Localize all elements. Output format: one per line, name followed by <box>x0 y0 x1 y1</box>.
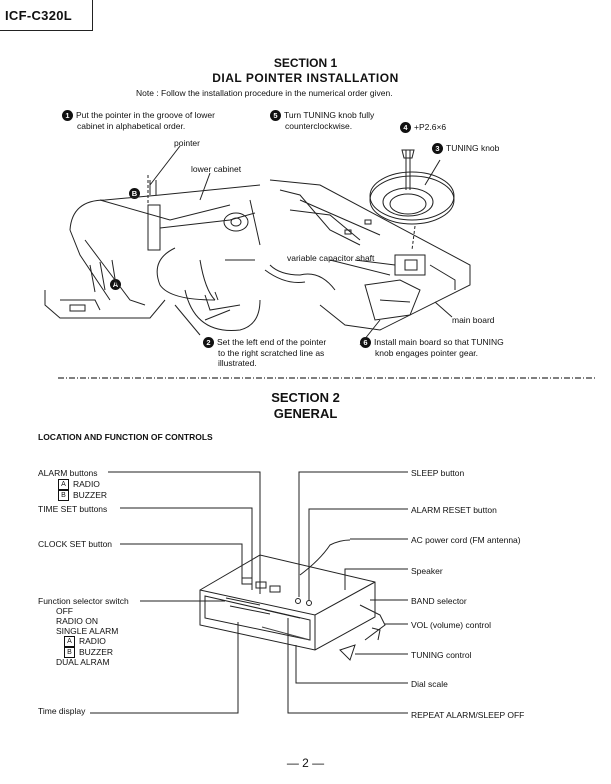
marker-b: B <box>129 185 143 203</box>
alarm-a-item: A RADIO <box>58 479 100 491</box>
alarm-reset-label: ALARM RESET button <box>411 505 497 515</box>
step4-text: +P2.6×6 <box>414 122 447 132</box>
repeat-alarm-label: REPEAT ALARM/SLEEP OFF <box>411 710 525 720</box>
model-header: ICF-C320L <box>0 0 93 31</box>
fs-b-text: BUZZER <box>79 647 113 657</box>
alarm-b-text: BUZZER <box>73 490 107 500</box>
alarm-a-box: A <box>58 479 69 491</box>
section2-subtitle: GENERAL <box>273 406 338 421</box>
fs-a-box: A <box>64 636 75 648</box>
step3-text: TUNING knob <box>446 143 500 153</box>
step5-line2: counterclockwise. <box>285 121 353 132</box>
step1-line1: Put the pointer in the groove of lower <box>76 110 215 120</box>
fs-a-item: A RADIO <box>64 636 106 648</box>
section1-title: SECTION 1 <box>273 56 338 70</box>
main-board-label: main board <box>452 315 495 325</box>
vol-label: VOL (volume) control <box>411 620 491 630</box>
step4-label: 4+P2.6×6 <box>400 122 447 134</box>
alarm-a-text: RADIO <box>73 479 100 489</box>
dial-scale-label: Dial scale <box>411 679 448 689</box>
page-number: — 2 — <box>286 756 325 770</box>
section1-subtitle: DIAL POINTER INSTALLATION <box>212 71 399 85</box>
step2-line2: to the right scratched line as <box>218 348 325 359</box>
lower-cabinet-label: lower cabinet <box>191 164 242 174</box>
tuning-label: TUNING control <box>411 650 472 660</box>
step6-line1: Install main board so that TUNING <box>374 337 504 347</box>
alarm-b-item: B BUZZER <box>58 490 107 502</box>
step2-badge: 2 <box>203 337 214 349</box>
fs-dual: DUAL ALRAM <box>56 657 110 667</box>
step6-line2: knob engages pointer gear. <box>375 348 479 359</box>
step1-line2: cabinet in alphabetical order. <box>77 121 186 132</box>
step1-badge: 1 <box>62 110 73 122</box>
band-selector-label: BAND selector <box>411 596 467 606</box>
model-number: ICF-C320L <box>5 8 72 23</box>
step4-badge: 4 <box>400 122 411 134</box>
clock-set-label: CLOCK SET button <box>38 539 113 549</box>
alarm-b-box: B <box>58 490 69 502</box>
fs-single-alarm: SINGLE ALARM <box>56 626 119 636</box>
step5-badge: 5 <box>270 110 281 122</box>
speaker-label: Speaker <box>411 566 443 576</box>
section1-note: Note : Follow the installation procedure… <box>136 88 393 98</box>
step2-line1: Set the left end of the pointer <box>217 337 327 347</box>
sleep-label: SLEEP button <box>411 468 465 478</box>
fs-b-box: B <box>64 647 75 659</box>
step3-badge: 3 <box>432 143 443 155</box>
time-display-label: Time display <box>38 706 86 716</box>
fs-a-text: RADIO <box>79 636 106 646</box>
fs-b-item: B BUZZER <box>64 647 113 659</box>
alarm-buttons-label: ALARM buttons <box>38 468 98 478</box>
fs-off: OFF <box>56 606 73 616</box>
variable-capacitor-shaft-label: variable capacitor shaft <box>287 253 375 263</box>
section2-title: SECTION 2 <box>271 390 340 405</box>
time-set-label: TIME SET buttons <box>38 504 108 514</box>
controls-heading: LOCATION AND FUNCTION OF CONTROLS <box>38 432 213 442</box>
step5-line1: Turn TUNING knob fully <box>284 110 375 120</box>
fs-radio-on: RADIO ON <box>56 616 99 626</box>
function-selector-label: Function selector switch <box>38 596 129 606</box>
ac-cord-label: AC power cord (FM antenna) <box>411 535 521 545</box>
step2-line3: illustrated. <box>218 358 257 369</box>
step6-badge: 6 <box>360 337 371 349</box>
pointer-label: pointer <box>174 138 200 148</box>
